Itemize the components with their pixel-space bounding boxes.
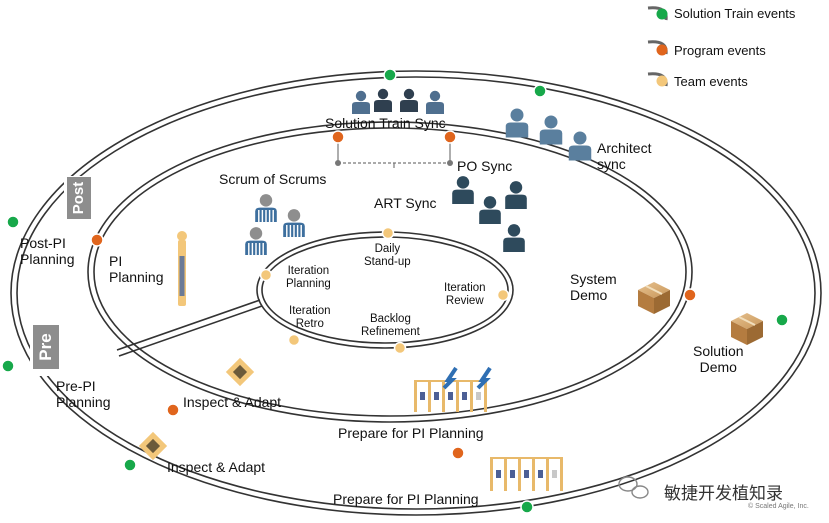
- pi-planning-line-1: PI: [109, 253, 123, 269]
- pre-pi-planning-label: Pre-PI Planning: [56, 378, 111, 410]
- pre-pi-planning-line-2: Planning: [56, 393, 111, 410]
- middle-inspect-adapt-label: Inspect & Adapt: [183, 394, 282, 410]
- solution-demo-box: [730, 312, 764, 346]
- post-tag: Post: [67, 177, 91, 219]
- scrum-of-scrums-label: Scrum of Scrums: [219, 171, 327, 187]
- legend-program: Program events: [674, 43, 766, 58]
- po-sync-label: PO Sync: [457, 158, 513, 174]
- solution-demo-label: Solution Demo: [693, 343, 744, 375]
- pi-planning-label: PI Planning: [109, 253, 164, 285]
- solution-train-dots: [1, 68, 789, 514]
- legend-icons: [647, 6, 668, 87]
- inspect-adapt-icon-outer: [138, 431, 168, 461]
- pre-tag: Pre: [33, 325, 59, 369]
- program-dots: [90, 130, 697, 460]
- iteration-planning-label: Iteration Planning: [286, 265, 331, 291]
- legend-solution-train: Solution Train events: [674, 6, 796, 21]
- pi-planning-line-2: Planning: [109, 268, 164, 285]
- iteration-review-line-1: Iteration: [444, 282, 486, 294]
- program-ring: [87, 121, 693, 423]
- post-pi-planning-label: Post-PI Planning: [20, 235, 75, 267]
- daily-standup-line-1: Daily: [374, 243, 401, 255]
- prepare-board-outer: [490, 457, 563, 491]
- iteration-retro-label: Iteration Retro: [289, 305, 331, 331]
- backlog-refinement-line-1: Backlog: [369, 313, 411, 325]
- system-demo-box: [637, 281, 671, 315]
- architect-sync-line-2: sync: [597, 155, 626, 172]
- legend-team: Team events: [674, 74, 748, 89]
- prepare-board-middle: [414, 366, 492, 412]
- post-pi-planning-line-1: Post-PI: [20, 235, 66, 251]
- art-sync-label: ART Sync: [374, 195, 437, 211]
- iteration-retro-line-1: Iteration: [289, 305, 331, 317]
- architect-sync-line-1: Architect: [597, 140, 652, 156]
- ring-connector: [116, 299, 263, 357]
- pre-pi-planning-line-1: Pre-PI: [56, 378, 96, 394]
- scrum-of-scrums-people: [244, 193, 306, 256]
- iteration-review-label: Iteration Review: [444, 282, 486, 308]
- inspect-adapt-icon-middle: [225, 357, 255, 387]
- team-dots: [259, 226, 510, 355]
- iteration-retro-line-2: Retro: [295, 317, 324, 330]
- architect-sync-label: Architect sync: [597, 140, 652, 172]
- sync-bracket: [337, 137, 451, 168]
- system-demo-line-1: System: [570, 271, 617, 287]
- daily-standup-label: Daily Stand-up: [364, 243, 411, 269]
- solution-demo-line-1: Solution: [693, 343, 744, 359]
- iteration-planning-line-2: Planning: [286, 277, 331, 290]
- backlog-refinement-label: Backlog Refinement: [361, 313, 420, 339]
- wechat-icon: [618, 476, 649, 499]
- architect-people: [505, 108, 592, 161]
- copyright-text: © Scaled Agile, Inc.: [748, 503, 809, 510]
- daily-standup-line-2: Stand-up: [364, 255, 411, 268]
- solution-train-ring: [10, 70, 822, 516]
- outer-prepare-pi-planning-label: Prepare for PI Planning: [333, 491, 479, 507]
- iteration-review-line-2: Review: [445, 294, 484, 307]
- post-pi-planning-line-2: Planning: [20, 250, 75, 267]
- outer-inspect-adapt-label: Inspect & Adapt: [167, 459, 266, 475]
- watermark-text: 敏捷开发植知录: [664, 484, 783, 503]
- system-demo-line-2: Demo: [570, 286, 608, 303]
- solution-train-people: [352, 88, 444, 114]
- middle-prepare-pi-planning-label: Prepare for PI Planning: [338, 425, 484, 441]
- system-demo-label: System Demo: [570, 271, 617, 303]
- po-sync-people: [452, 176, 527, 253]
- backlog-refinement-line-2: Refinement: [361, 325, 420, 338]
- pi-planning-icon: [177, 231, 187, 306]
- iteration-planning-line-1: Iteration: [287, 265, 330, 277]
- solution-train-sync-label: Solution Train Sync: [325, 115, 446, 131]
- solution-demo-line-2: Demo: [699, 358, 737, 375]
